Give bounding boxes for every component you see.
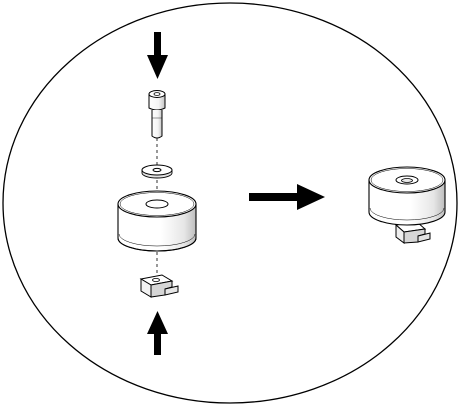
- oval-frame: [2, 2, 458, 404]
- t-nut: [139, 274, 179, 298]
- cylindrical-weight: [117, 190, 197, 252]
- up-arrow-icon: [147, 311, 168, 355]
- assembled-weight: [368, 166, 446, 226]
- exploded-assembly: [117, 32, 197, 355]
- right-arrow-icon: [249, 184, 325, 210]
- cap-screw: [148, 90, 166, 139]
- assembled-assembly: [368, 166, 446, 244]
- washer: [141, 164, 173, 179]
- down-arrow-icon: [147, 32, 168, 79]
